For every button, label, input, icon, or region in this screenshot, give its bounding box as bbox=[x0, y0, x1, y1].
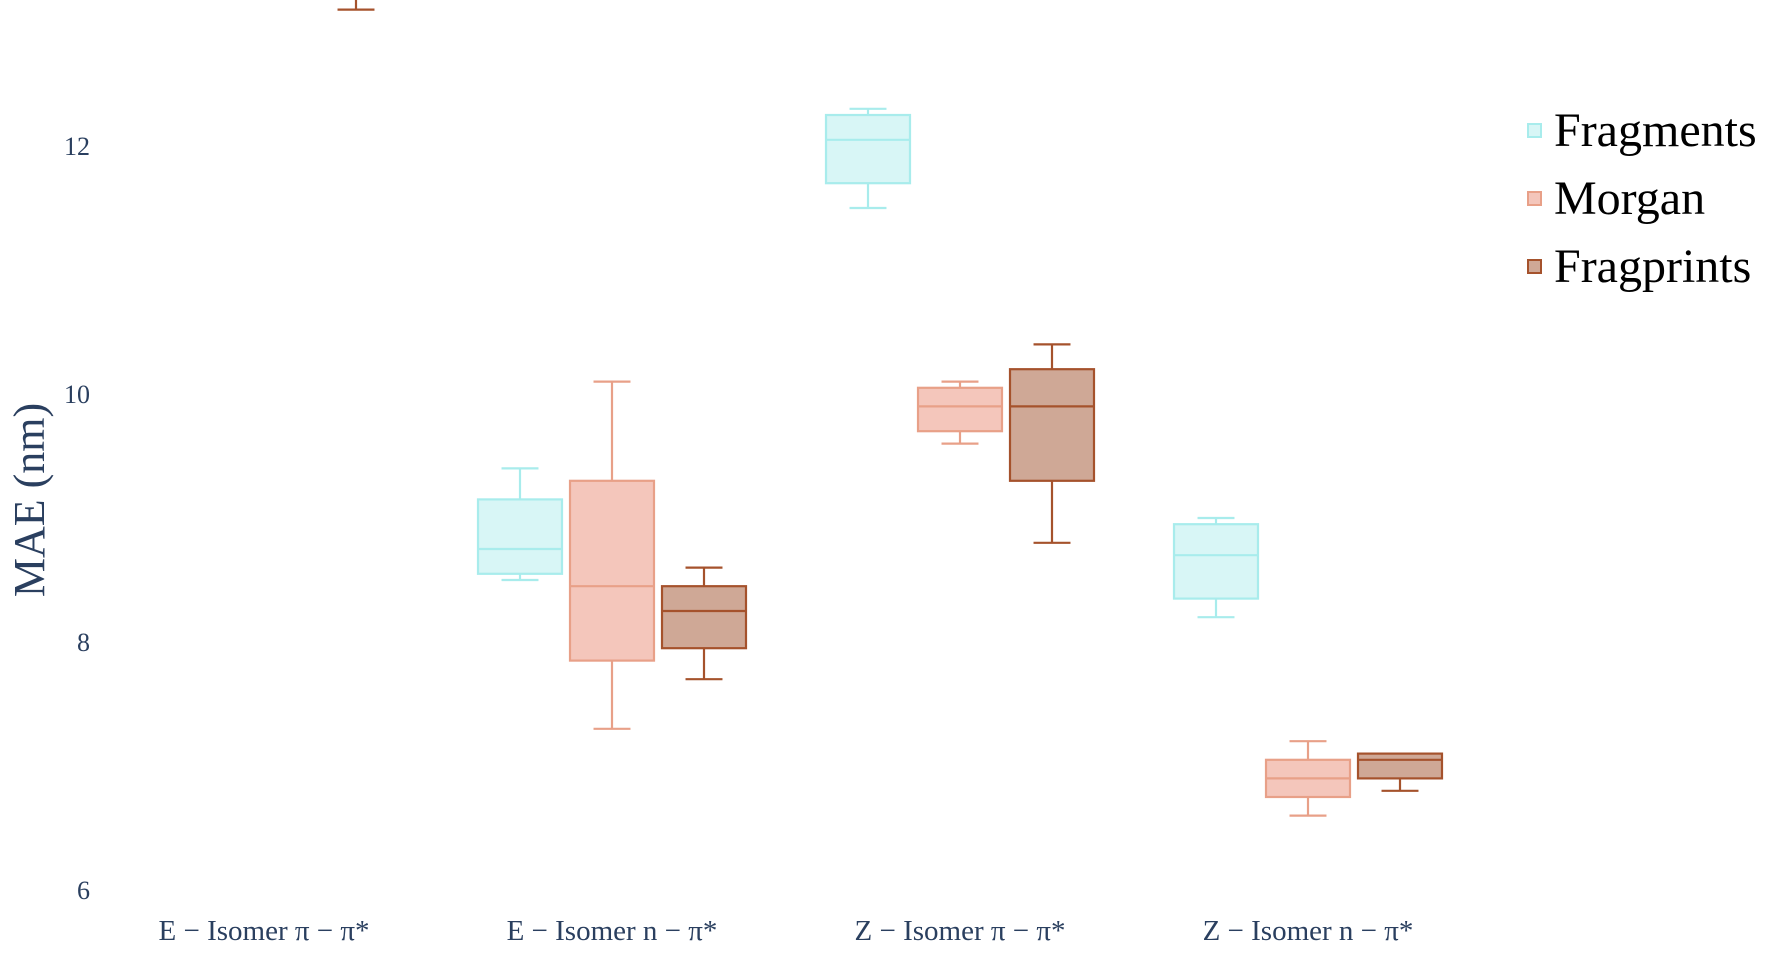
category-group bbox=[314, 0, 398, 11]
box-fragments[interactable] bbox=[476, 467, 564, 582]
box-iqr bbox=[916, 386, 1004, 433]
x-axis-labels: E − Isomer π − π* E − Isomer n − π* Z − Is… bbox=[159, 915, 1414, 947]
legend-swatch bbox=[1527, 191, 1542, 206]
box-morgan[interactable] bbox=[1264, 740, 1352, 817]
box-iqr bbox=[476, 498, 564, 575]
x-category-label: E − Isomer n − π* bbox=[507, 915, 718, 947]
box-fragprints[interactable] bbox=[660, 566, 748, 681]
legend-swatch bbox=[1527, 123, 1542, 138]
y-tick-label: 12 bbox=[64, 132, 90, 161]
legend-swatch bbox=[1527, 259, 1542, 274]
box-morgan[interactable] bbox=[916, 380, 1004, 445]
x-category-label: Z − Isomer π − π* bbox=[855, 915, 1066, 947]
box-iqr bbox=[1172, 523, 1260, 600]
box-fragprints[interactable] bbox=[314, 0, 398, 11]
y-tick-label: 8 bbox=[77, 628, 90, 657]
legend-label: Fragments bbox=[1554, 104, 1757, 157]
box-iqr bbox=[824, 113, 912, 185]
box-fragments[interactable] bbox=[1172, 516, 1260, 619]
box-morgan[interactable] bbox=[568, 380, 656, 730]
box-fragprints[interactable] bbox=[1008, 343, 1096, 544]
box-iqr bbox=[568, 479, 656, 662]
legend-label: Morgan bbox=[1554, 172, 1705, 225]
y-axis-ticks: 681012141618 bbox=[64, 132, 90, 905]
legend-item-morgan[interactable]: Morgan bbox=[1527, 172, 1705, 225]
category-group bbox=[824, 107, 1096, 544]
box-iqr bbox=[1356, 752, 1444, 780]
box-iqr bbox=[660, 585, 748, 650]
box-groups bbox=[314, 0, 1444, 817]
y-tick-label: 6 bbox=[77, 876, 90, 905]
y-tick-label: 10 bbox=[64, 380, 90, 409]
x-category-label: E − Isomer π − π* bbox=[159, 915, 370, 947]
category-group bbox=[476, 380, 748, 730]
box-fragments[interactable] bbox=[824, 107, 912, 210]
y-axis-label: MAE (nm) bbox=[5, 403, 54, 597]
x-category-label: Z − Isomer n − π* bbox=[1203, 915, 1414, 947]
box-iqr bbox=[1008, 368, 1096, 482]
category-group bbox=[1172, 516, 1444, 817]
legend-item-fragments[interactable]: Fragments bbox=[1527, 104, 1757, 157]
box-fragprints[interactable] bbox=[1356, 752, 1444, 792]
legend-label: Fragprints bbox=[1554, 240, 1751, 293]
legend-item-fragprints[interactable]: Fragprints bbox=[1527, 240, 1751, 293]
